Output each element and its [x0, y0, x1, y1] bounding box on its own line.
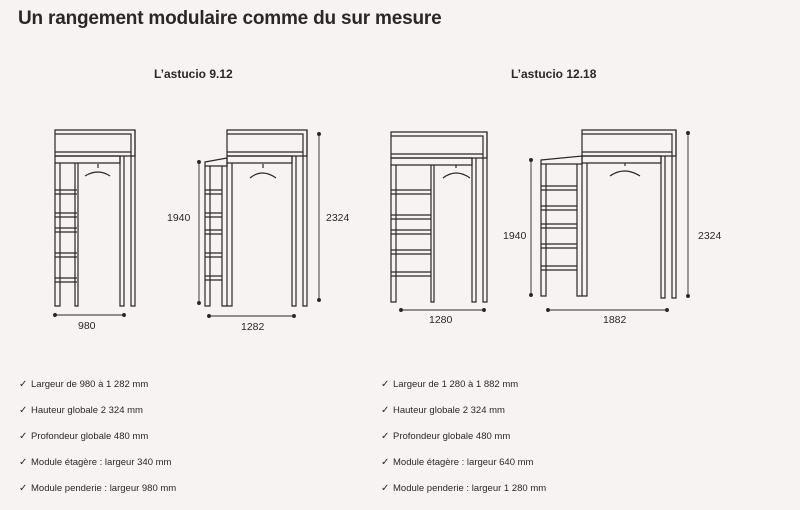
check-icon: ✓ — [381, 379, 390, 391]
features-list-1218: ✓Largeur de 1 280 à 1 882 mm ✓Hauteur gl… — [381, 372, 546, 501]
product-name-1218: L’astucio 12.18 — [511, 67, 597, 81]
list-item: ✓Largeur de 980 à 1 282 mm — [19, 379, 149, 391]
product-name-912: L’astucio 9.12 — [154, 67, 233, 81]
dim-1218-width-large: 1882 — [603, 314, 627, 326]
dim-1218-height-right: 2324 — [698, 230, 722, 242]
check-icon: ✓ — [381, 482, 390, 494]
list-item: ✓Module penderie : largeur 980 mm — [19, 482, 177, 494]
page-title: Un rangement modulaire comme du sur mesu… — [18, 8, 442, 29]
wardrobe-1218-base — [390, 131, 488, 303]
list-item: ✓Module penderie : largeur 1 280 mm — [381, 482, 547, 494]
dim-912-height-left: 1940 — [167, 212, 191, 224]
list-item: ✓Profondeur globale 480 mm — [381, 430, 511, 442]
dim-1218-height-left: 1940 — [503, 230, 527, 242]
dim-912-height-right: 2324 — [326, 212, 350, 224]
check-icon: ✓ — [19, 456, 28, 468]
list-item: ✓Module étagère : largeur 340 mm — [19, 456, 172, 468]
list-item: ✓Largeur de 1 280 à 1 882 mm — [381, 379, 519, 391]
wardrobe-912-base — [54, 129, 136, 307]
features-list-912: ✓Largeur de 980 à 1 282 mm ✓Hauteur glob… — [19, 372, 176, 501]
wardrobe-1218-extended — [540, 129, 677, 299]
check-icon: ✓ — [381, 405, 390, 417]
list-item: ✓Module étagère : largeur 640 mm — [381, 456, 534, 468]
check-icon: ✓ — [381, 430, 390, 442]
list-item: ✓Hauteur globale 2 324 mm — [381, 405, 505, 417]
list-item: ✓Hauteur globale 2 324 mm — [19, 405, 143, 417]
dim-912-width-small: 980 — [78, 320, 96, 332]
check-icon: ✓ — [381, 456, 390, 468]
dim-1218-width-small: 1280 — [429, 314, 453, 326]
check-icon: ✓ — [19, 430, 28, 442]
check-icon: ✓ — [19, 379, 28, 391]
check-icon: ✓ — [19, 405, 28, 417]
wardrobe-diagrams — [53, 129, 690, 318]
check-icon: ✓ — [19, 482, 28, 494]
dim-912-width-large: 1282 — [241, 321, 265, 333]
list-item: ✓Profondeur globale 480 mm — [19, 430, 149, 442]
wardrobe-912-extended — [204, 129, 308, 307]
